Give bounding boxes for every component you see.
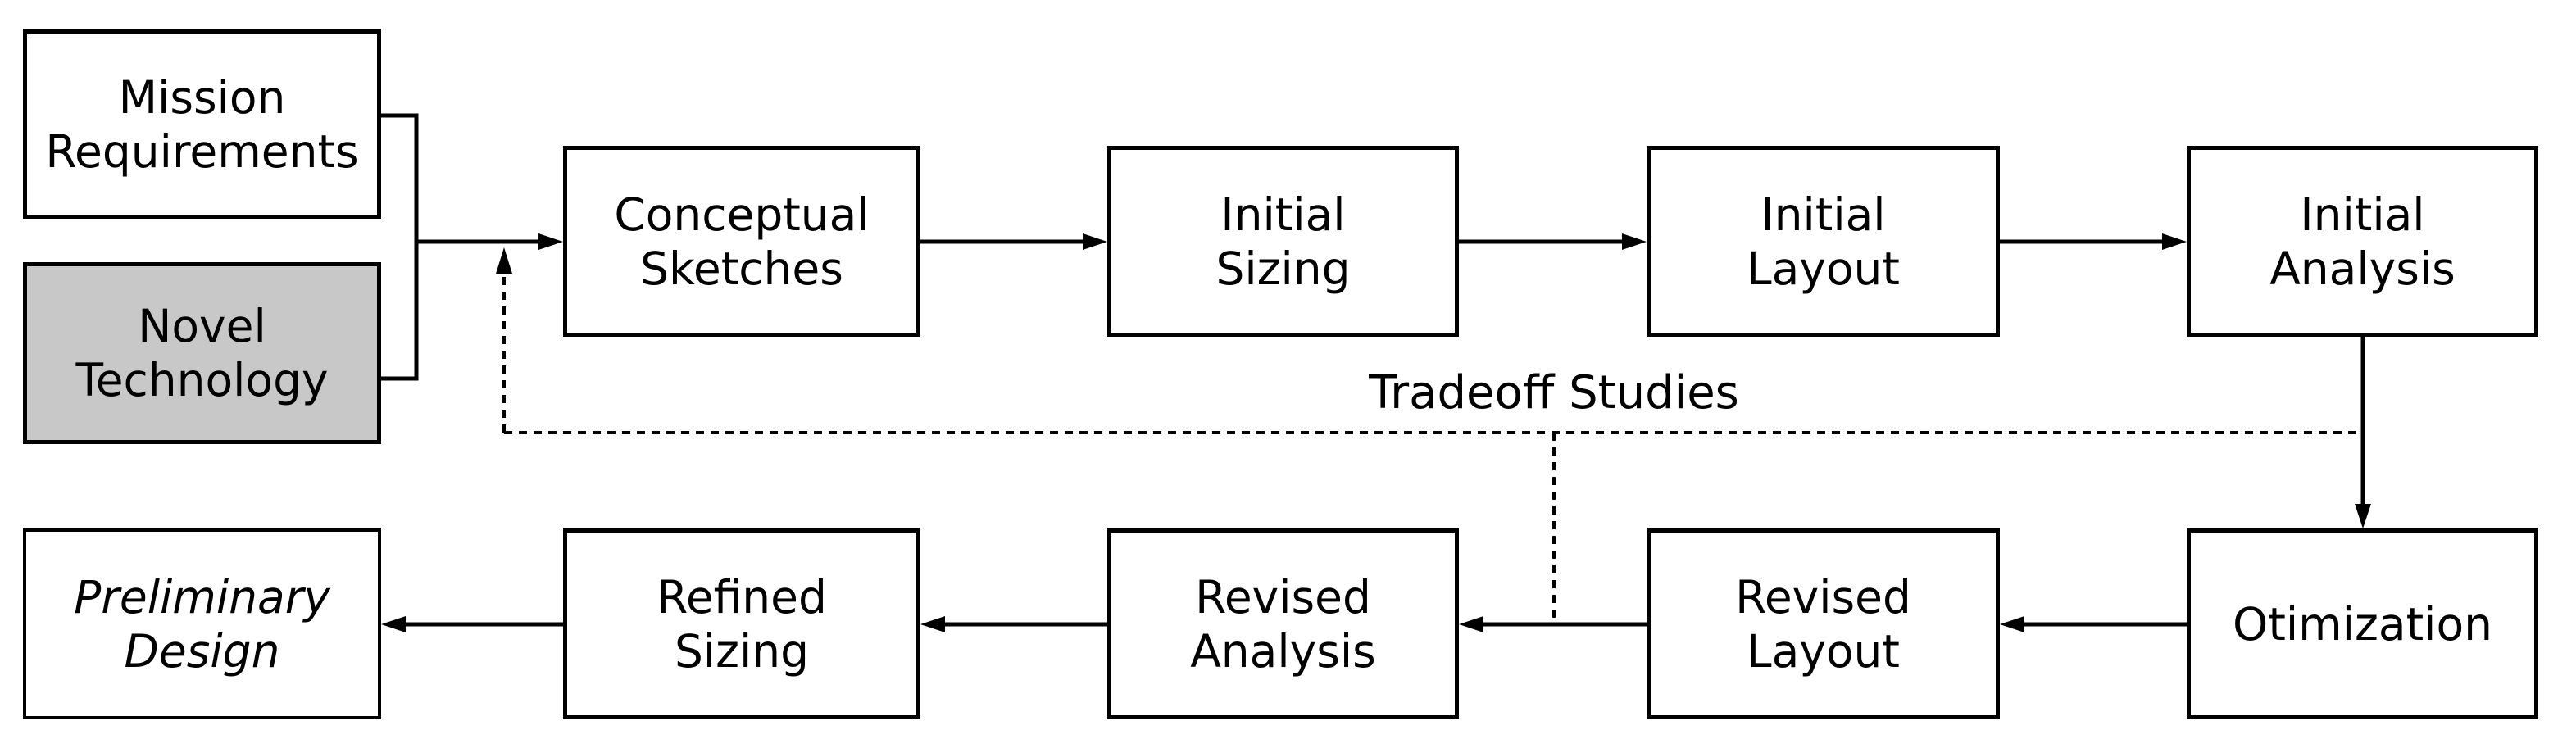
box-label-line: Analysis (1190, 624, 1376, 678)
box-otimization: Otimization (2187, 528, 2538, 719)
box-label-line: Novel (138, 300, 266, 352)
box-initial-analysis: Initial Analysis (2187, 146, 2538, 337)
tradeoff-studies-label: Tradeoff Studies (1369, 366, 1739, 419)
arrowhead-to-otimization (2355, 504, 2371, 528)
box-label-line: Mission (118, 70, 286, 124)
box-conceptual-sketches: Conceptual Sketches (563, 146, 920, 337)
box-label-line: Layout (1747, 242, 1900, 295)
box-label-line: Conceptual (614, 188, 870, 241)
box-label-line: Initial (2300, 188, 2425, 241)
box-label-line: Revised (1735, 570, 1911, 623)
arrowhead-to-revised-layout (2000, 616, 2024, 632)
box-label-line: Requirements (45, 125, 359, 178)
box-label-line: Layout (1747, 624, 1900, 678)
box-mission-requirements: Mission Requirements (23, 29, 381, 219)
box-label-line: Technology (75, 354, 329, 406)
inputs-bracket-line (381, 113, 419, 381)
arrowhead-to-initial-sizing (1083, 233, 1107, 250)
box-label-line: Refined (656, 570, 827, 623)
box-initial-layout: Initial Layout (1647, 146, 2000, 337)
box-label-line: Otimization (2233, 597, 2492, 651)
box-label-line: Revised (1195, 570, 1371, 623)
box-label-line: Sizing (1215, 242, 1351, 295)
tradeoff-dashed-arrowhead-up (496, 247, 512, 274)
box-label-line: Sketches (640, 242, 843, 295)
box-label-line: Sizing (674, 624, 810, 678)
box-label-line: Preliminary (74, 570, 330, 623)
box-refined-sizing: Refined Sizing (563, 528, 920, 719)
arrowhead-to-initial-analysis (2162, 233, 2187, 250)
box-label-line: Initial (1220, 188, 1346, 241)
box-label-line: Initial (1760, 188, 1886, 241)
box-initial-sizing: Initial Sizing (1107, 146, 1459, 337)
box-label-line: Analysis (2269, 242, 2456, 295)
arrowhead-to-initial-layout (1622, 233, 1647, 250)
box-preliminary-design: Preliminary Design (23, 528, 381, 719)
arrowhead-to-revised-analysis (1459, 616, 1483, 632)
box-novel-technology: Novel Technology (23, 262, 381, 444)
box-revised-layout: Revised Layout (1647, 528, 2000, 719)
arrowhead-to-conceptual-sketches (538, 233, 563, 250)
box-label-line: Design (124, 624, 280, 678)
box-revised-analysis: Revised Analysis (1107, 528, 1459, 719)
arrowhead-to-preliminary-design (381, 616, 406, 632)
arrowhead-to-refined-sizing (920, 616, 945, 632)
